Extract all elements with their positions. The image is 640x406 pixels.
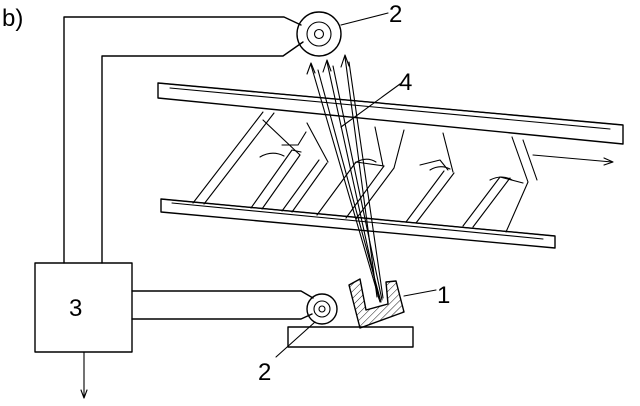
- top-sensor: [296, 11, 342, 57]
- bottom-sensor-leader: [275, 321, 316, 358]
- conveyor-front-rail: [160, 198, 556, 249]
- conveyor-back-rail: [157, 82, 624, 145]
- controller-label: 3: [69, 295, 82, 322]
- panel-label: b): [2, 5, 23, 32]
- bottom-sensor: [306, 293, 338, 325]
- conveyor-direction-arrow: [532, 154, 614, 166]
- top-sensor-leader: [340, 12, 389, 26]
- top-sensor-label: 2: [389, 1, 402, 28]
- beam-label: 4: [399, 69, 412, 96]
- upper-arm-outer: [63, 16, 302, 264]
- upper-arm-inner: [101, 41, 304, 264]
- conveyor-frames: [192, 111, 538, 233]
- beam-leader: [340, 83, 401, 128]
- bottom-sensor-label: 2: [258, 359, 271, 386]
- base-plate: [287, 326, 414, 348]
- beam-rays: [306, 54, 384, 303]
- controller-box: [34, 262, 133, 353]
- emitter-holder: [348, 278, 405, 329]
- output-arrow-head: [80, 389, 88, 399]
- emitter-label: 1: [437, 282, 450, 309]
- lower-arm-bottom: [131, 313, 313, 320]
- lower-arm-top: [131, 290, 314, 299]
- emitter-leader: [403, 289, 437, 297]
